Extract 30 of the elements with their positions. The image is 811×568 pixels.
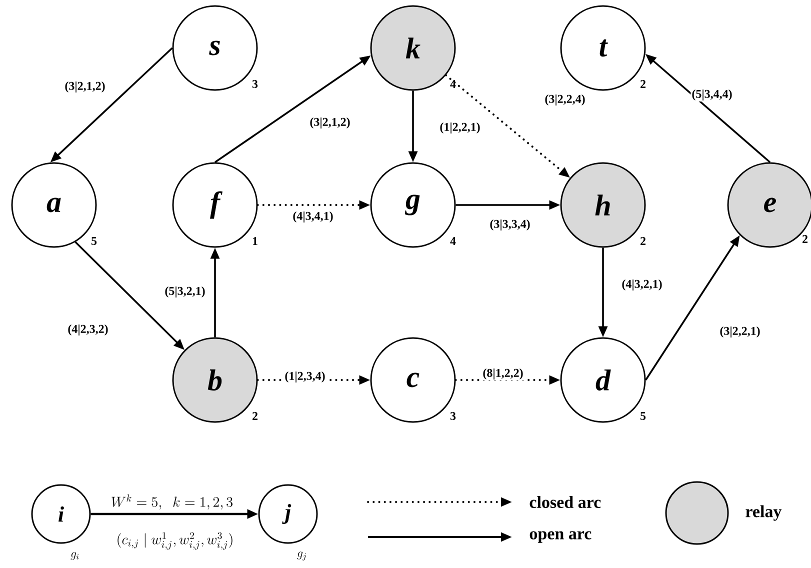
edge-label: (4|3,2,1) xyxy=(620,278,664,292)
edge-label: (4|2,3,2) xyxy=(66,324,110,336)
node-weight: 5 xyxy=(640,412,646,420)
edge-label: (5|3,4,4) xyxy=(690,88,734,102)
node-weight: 3 xyxy=(450,412,456,420)
edge-label: $W^{k}=5,\;\; k=1,2,3$ xyxy=(110,494,234,510)
node-weight: 1 xyxy=(252,237,258,245)
edge-label: (4|3,4,1) xyxy=(292,210,334,224)
edge-label: (3|2,2,4) xyxy=(544,94,586,106)
node-weight: 3 xyxy=(252,80,258,88)
node-weight: $g_i$ xyxy=(70,552,79,560)
arc-notation: $(c_{i,j} \mid w^{1}_{i,j}, w^{2}_{i,j}, w^{3}_{i,j})$ xyxy=(118,532,232,550)
edge-label: (5|3,2,1) xyxy=(164,286,206,298)
edge-label: (3|2,1,2) xyxy=(308,116,352,130)
node-weight: 2 xyxy=(802,235,808,243)
edge-label: (3|3,3,4) xyxy=(488,218,532,232)
node-weight: 5 xyxy=(92,237,97,245)
node-weight: 2 xyxy=(252,412,258,420)
legend-label: open arc xyxy=(530,531,592,543)
node-weight: 2 xyxy=(640,80,646,88)
edge-label: (8|1,2,2) xyxy=(482,368,524,380)
node-weight: 2 xyxy=(640,237,646,245)
edge-label: (1|2,2,1) xyxy=(438,122,482,134)
edge-label: (3|2,2,1) xyxy=(718,326,762,338)
edge-label: (3|2,1,2) xyxy=(64,80,106,94)
node-weight: $g_j$ xyxy=(297,552,306,560)
legend-label: relay xyxy=(746,505,782,521)
node-weight: 4 xyxy=(450,237,456,245)
edge-label: (1|2,3,4) xyxy=(284,370,326,384)
legend-label: closed arc xyxy=(530,496,601,508)
